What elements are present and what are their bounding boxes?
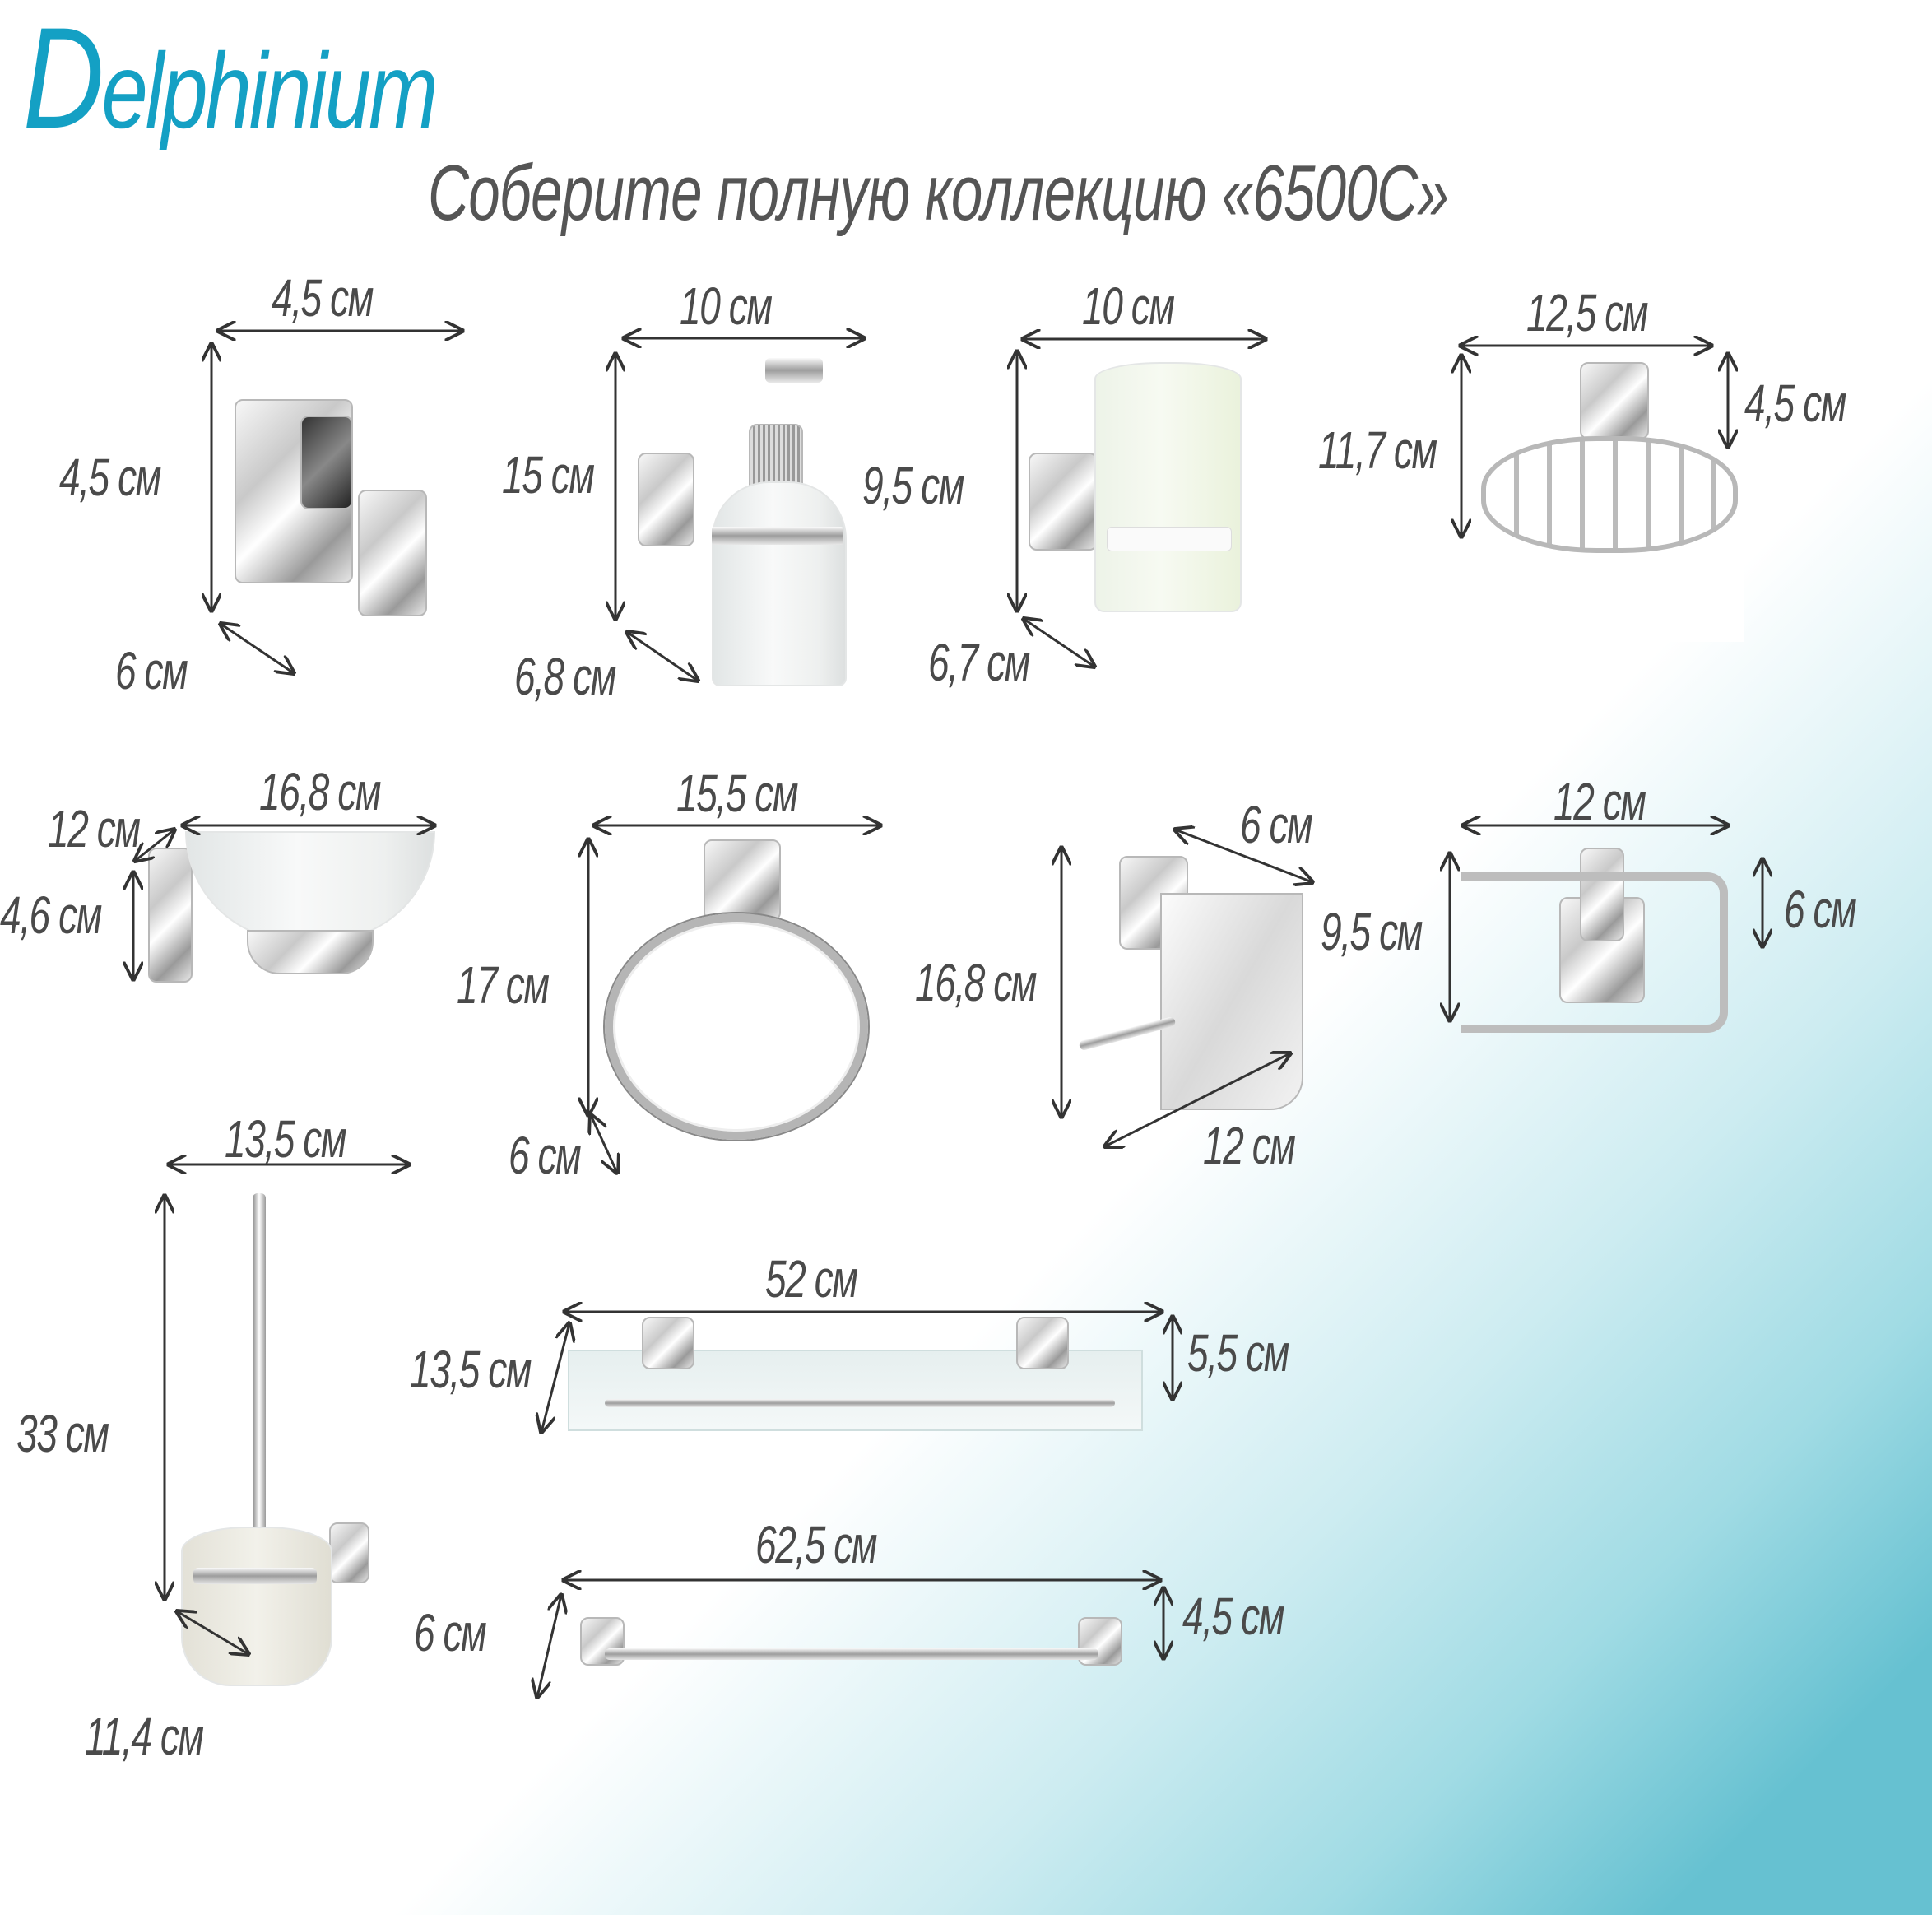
- logo-initial: D: [23, 0, 104, 159]
- soap-dispenser-product: [638, 358, 852, 687]
- towel-ring-product: [605, 839, 876, 1140]
- ring-width-label: 15,5 см: [676, 764, 798, 823]
- brush-depth-label: 11,4 см: [85, 1707, 204, 1766]
- soap-dish-width-label: 16,8 см: [259, 762, 381, 821]
- logo-rest: elphinium: [101, 30, 438, 151]
- hook-depth-label: 6 см: [115, 641, 188, 700]
- shelf-width-label: 52 см: [765, 1249, 858, 1308]
- bar-depth-label: 6 см: [414, 1603, 487, 1662]
- glass-shelf-product: [568, 1317, 1144, 1432]
- toilet-brush-product: [177, 1193, 374, 1687]
- tumbler-depth-label: 6,7 см: [928, 633, 1030, 692]
- tumbler-height-label: 9,5 см: [862, 456, 964, 515]
- tumbler-width-label: 10 см: [1082, 277, 1175, 336]
- bar-height-label: 4,5 см: [1182, 1587, 1284, 1646]
- dispenser-width-label: 10 см: [680, 277, 773, 336]
- shelf-height-label: 5,5 см: [1187, 1323, 1289, 1383]
- brush-width-label: 13,5 см: [225, 1109, 346, 1169]
- tumbler-product: [1029, 362, 1259, 612]
- basket-depth-label: 4,5 см: [1744, 374, 1846, 433]
- soap-dish-height-label: 4,6 см: [0, 885, 102, 945]
- hook-product: [235, 383, 457, 616]
- bar-width-label: 62,5 см: [755, 1515, 877, 1574]
- paper-holder-height-label: 9,5 см: [1321, 902, 1423, 961]
- hook-width-label: 4,5 см: [272, 268, 374, 328]
- soap-basket-product: [1481, 362, 1738, 553]
- basket-height-label: 11,7 см: [1318, 421, 1437, 480]
- ring-height-label: 17 см: [457, 955, 550, 1015]
- dispenser-height-label: 15 см: [502, 445, 595, 504]
- brand-logo: Delphinium: [23, 7, 439, 151]
- dispenser-depth-label: 6,8 см: [514, 647, 616, 706]
- page-title: Соберите полную коллекцию «6500С»: [428, 149, 1449, 237]
- hook-height-label: 4,5 см: [59, 448, 161, 507]
- towel-bar-product: [580, 1617, 1123, 1675]
- paper-holder-product: [1461, 848, 1732, 1033]
- covered-holder-depth-label: 6 см: [1240, 795, 1313, 854]
- covered-holder-height-label: 16,8 см: [915, 953, 1037, 1012]
- covered-holder-width-label: 12 см: [1203, 1116, 1296, 1175]
- ring-depth-label: 6 см: [509, 1126, 582, 1185]
- soap-dish-depth-label: 12 см: [48, 799, 141, 858]
- paper-holder-depth-label: 6 см: [1784, 880, 1857, 939]
- basket-width-label: 12,5 см: [1526, 283, 1648, 342]
- shelf-depth-label: 13,5 см: [410, 1340, 532, 1399]
- covered-paper-holder-product: [1078, 856, 1317, 1111]
- brush-height-label: 33 см: [16, 1404, 109, 1463]
- soap-dish-product: [148, 831, 444, 988]
- paper-holder-width-label: 12 см: [1553, 772, 1646, 831]
